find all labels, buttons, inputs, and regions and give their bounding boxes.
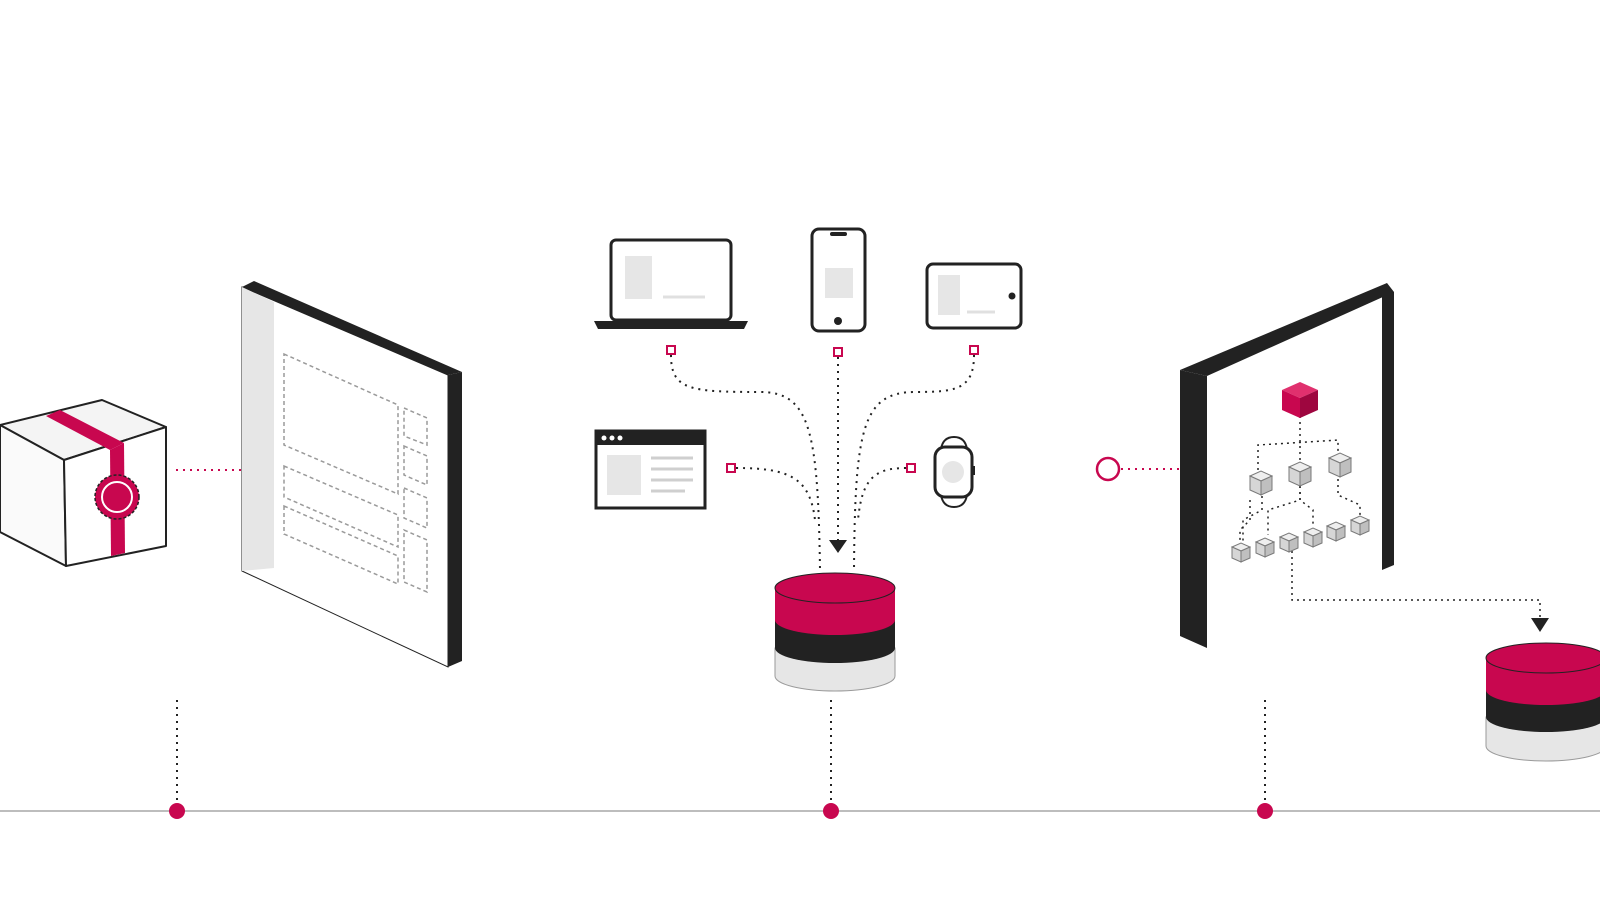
hierarchy-node xyxy=(1254,537,1276,558)
smartphone-icon xyxy=(810,227,867,333)
timeline-marker-2 xyxy=(823,803,839,819)
timeline xyxy=(0,700,1600,819)
output-database-icon xyxy=(1485,642,1600,762)
browser-window-icon xyxy=(594,429,707,510)
timeline-marker-1 xyxy=(169,803,185,819)
laptop-icon xyxy=(594,238,748,329)
hierarchy-node xyxy=(1349,515,1371,536)
wireframe-panel-icon xyxy=(241,281,462,668)
tablet-icon xyxy=(925,262,1023,330)
database-icon xyxy=(774,572,896,692)
gift-box-icon xyxy=(0,399,167,567)
hierarchy-node xyxy=(1287,461,1313,487)
device-flows xyxy=(670,354,975,571)
smartwatch-icon xyxy=(933,435,975,509)
hierarchy-tree-icon xyxy=(1180,283,1549,648)
input-node-circle xyxy=(1095,456,1121,482)
hierarchy-node xyxy=(1302,527,1324,548)
hierarchy-node xyxy=(1278,532,1300,553)
hierarchy-node xyxy=(1230,542,1252,563)
hierarchy-node xyxy=(1325,521,1347,542)
hierarchy-node xyxy=(1248,470,1274,496)
flow-arrowhead xyxy=(829,540,847,553)
device-connectors xyxy=(666,345,979,473)
hierarchy-node xyxy=(1327,452,1353,478)
timeline-marker-3 xyxy=(1257,803,1273,819)
